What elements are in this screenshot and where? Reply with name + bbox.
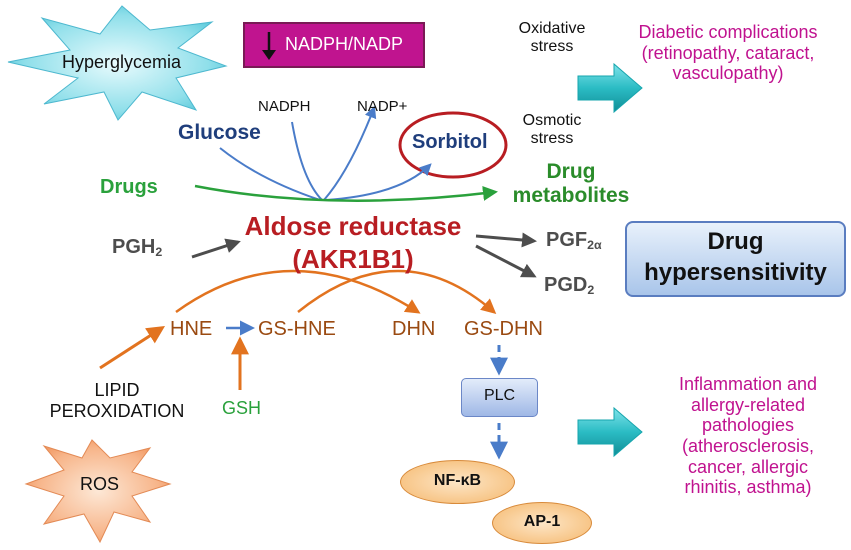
ap1-label: AP-1 — [523, 513, 561, 530]
dhn-label: DHN — [392, 318, 436, 340]
oxidative-stress-label: Oxidative stress — [518, 20, 586, 56]
ros-label: ROS — [80, 474, 120, 494]
arrow-drugs-to-metabolites — [194, 184, 498, 202]
arrow-ar-to-nadp — [323, 105, 377, 201]
glucose-label: Glucose — [178, 121, 261, 144]
plc-label: PLC — [483, 387, 516, 404]
teal-block-arrow-icon — [577, 406, 643, 458]
arrow-pgh2-to-ar — [191, 238, 241, 259]
sorbitol-label: Sorbitol — [412, 131, 488, 153]
pgd2-label: PGD2 — [544, 274, 595, 298]
gs-hne-label: GS-HNE — [258, 318, 336, 340]
drugs-label: Drugs — [100, 176, 158, 198]
ap1-oval — [492, 502, 592, 544]
arrow-ar-to-pgd2 — [475, 244, 537, 278]
teal-block-arrow-icon — [577, 62, 643, 114]
hyperglycemia-label: Hyperglycemia — [62, 52, 182, 72]
drug-hypersensitivity-box — [625, 221, 846, 297]
arrow-glucose-to-ar — [219, 147, 321, 201]
aldose-reductase-label: Aldose reductase (AKR1B1) — [244, 211, 462, 274]
nadph-ratio-label: NADPH/NADP — [285, 34, 404, 54]
pgf2a-label: PGF2α — [546, 229, 602, 253]
drug-hypersensitivity-label: Drug hypersensitivity — [644, 228, 827, 287]
nadp-plus-label: NADP+ — [357, 98, 408, 115]
gsh-label: GSH — [222, 398, 262, 418]
arrow-hne-to-dhn — [175, 269, 421, 314]
nadph-ratio-box: NADPH/NADP — [243, 22, 425, 68]
starburst-ros — [24, 439, 172, 544]
arrow-ar-to-pgf2a — [475, 232, 537, 248]
gs-dhn-label: GS-DHN — [464, 318, 543, 340]
sorbitol-ring — [398, 111, 508, 179]
diabetic-complications-label: Diabetic complications (retinopathy, cat… — [638, 22, 818, 84]
nfkb-oval — [400, 460, 515, 504]
drug-metabolites-label: Drug metabolites — [512, 160, 630, 208]
pgh2-label: PGH2 — [112, 236, 163, 260]
inflammation-label: Inflammation and allergy-related patholo… — [678, 374, 818, 498]
osmotic-stress-label: Osmotic stress — [522, 112, 582, 148]
lipid-peroxidation-label: LIPID PEROXIDATION — [49, 380, 185, 421]
nfkb-label: NF-κB — [433, 472, 482, 489]
arrow-lipid-to-hne — [99, 326, 166, 370]
arrow-nadph-to-ar — [291, 121, 323, 201]
plc-box — [461, 378, 538, 417]
arrow-ar-to-sorbitol — [325, 163, 432, 201]
starburst-hyperglycemia — [7, 5, 228, 121]
hne-label: HNE — [170, 318, 213, 340]
nadph-label: NADPH — [258, 98, 311, 115]
arrow-gshne-to-gsdhn — [297, 269, 497, 314]
down-arrow-icon — [262, 32, 276, 60]
